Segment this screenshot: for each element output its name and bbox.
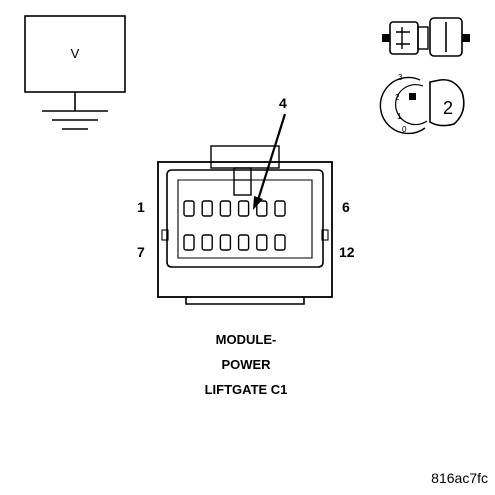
pin-cavity-8 [201, 234, 213, 251]
callout-arrow-line [256, 113, 287, 201]
callout-pin-number: 4 [279, 95, 287, 111]
pin-cavity-6 [274, 200, 286, 217]
ignition-dial-arc [379, 76, 426, 135]
pin-cavity-5 [256, 200, 268, 217]
caption-line-1: MODULE- [216, 332, 277, 347]
ignition-key-number: 2 [443, 98, 453, 118]
figure-id: 816ac7fc [431, 470, 488, 486]
pin-label-1: 1 [137, 199, 145, 215]
connector-halves-icon [382, 17, 470, 57]
pin-cavity-11 [256, 234, 268, 251]
pin-cavity-2 [201, 200, 213, 217]
pin-cavity-7 [183, 234, 195, 251]
voltmeter-label: V [71, 46, 80, 61]
ignition-position-marker [409, 93, 416, 100]
pin-cavity-4 [237, 200, 250, 217]
ground-symbol-icon [42, 110, 108, 130]
pin-cavity-10 [237, 234, 250, 251]
pin-cavity-9 [219, 234, 232, 251]
ignition-dial-inner [394, 83, 428, 126]
pin-label-7: 7 [137, 244, 145, 260]
caption-line-3: LIFTGATE C1 [205, 382, 288, 397]
ignition-switch-icon: 3 2 1 0 2 [379, 73, 465, 135]
ignition-key-icon [429, 78, 465, 127]
pin-label-12: 12 [339, 244, 355, 260]
pin-cavity-3 [219, 200, 232, 217]
caption-line-2: POWER [221, 357, 271, 372]
pin-cavity-12 [274, 234, 286, 251]
ignition-position-0: 0 [402, 125, 407, 134]
pin-label-6: 6 [342, 199, 350, 215]
pin-cavity-1 [183, 200, 195, 217]
ignition-position-2: 2 [395, 93, 400, 102]
ignition-position-3: 3 [398, 73, 403, 82]
callout-arrowhead-icon [253, 196, 263, 210]
pin-cavities [183, 200, 286, 251]
connector-body [157, 145, 333, 305]
voltmeter: V [24, 15, 126, 130]
